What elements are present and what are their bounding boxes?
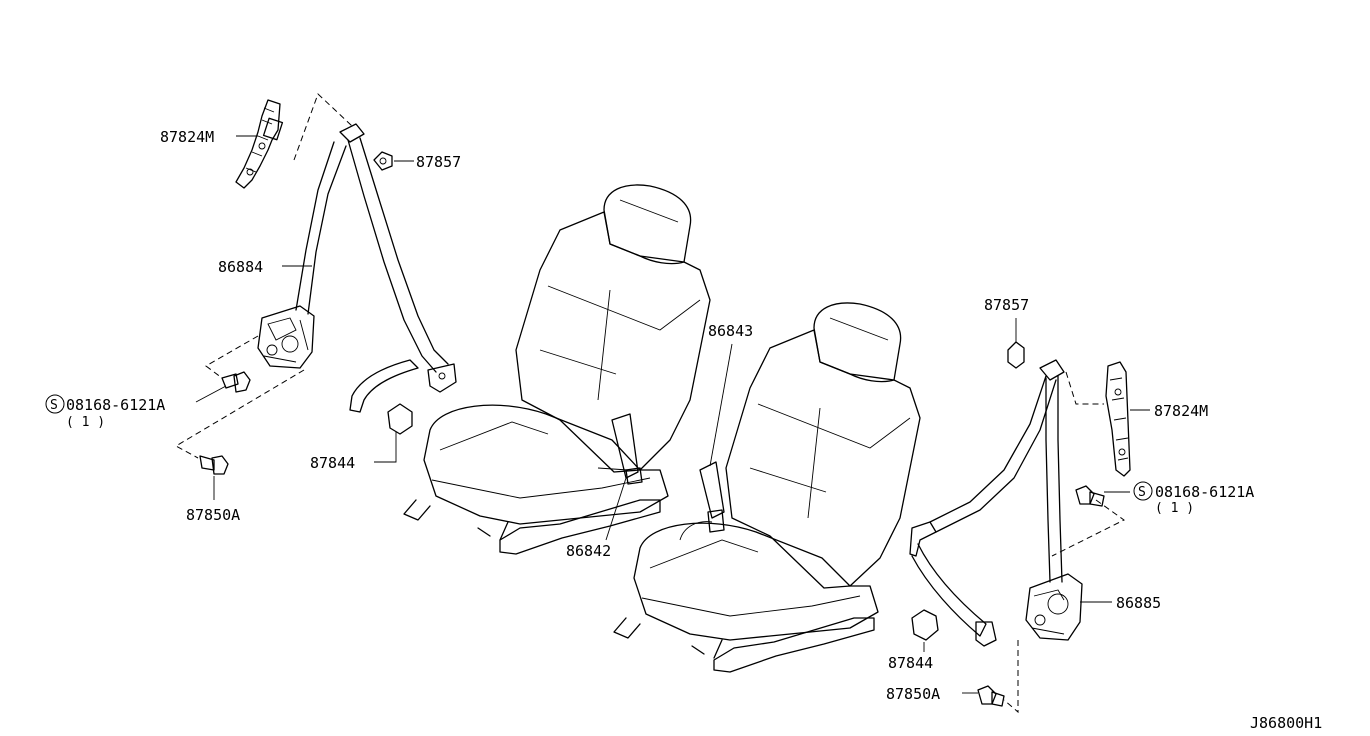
- dashed-leader-adjuster-right: [1065, 371, 1104, 405]
- symbol-s-left: [45, 394, 65, 414]
- dashed-leader-adjuster-left: [293, 93, 353, 161]
- label-bolt-left-qty: ( 1 ): [66, 415, 105, 430]
- label-86843: 86843: [708, 322, 753, 340]
- height-adjuster-left[interactable]: [235, 99, 284, 189]
- anchor-bolt-left[interactable]: [199, 455, 229, 475]
- label-bolt-right-qty: ( 1 ): [1155, 501, 1194, 516]
- label-87850a-right: 87850A: [886, 685, 940, 703]
- label-08168-6121a-left: 08168-6121A: [66, 396, 165, 414]
- label-08168-6121a-right: 08168-6121A: [1155, 483, 1254, 501]
- dashed-leader-bolt-left: [205, 335, 259, 379]
- label-87824m-right: 87824M: [1154, 402, 1208, 420]
- height-adjuster-right[interactable]: [1105, 361, 1131, 477]
- dashed-leader-anchor-left: [174, 369, 305, 459]
- lap-belt-left[interactable]: [349, 359, 419, 413]
- label-87857-left: 87857: [416, 153, 461, 171]
- cover-right[interactable]: [1007, 341, 1025, 369]
- label-bolt-left-group: S 08168-6121A ( 1 ): [45, 394, 165, 430]
- dashed-leader-bolt-right: [1051, 499, 1125, 557]
- cover-left[interactable]: [373, 151, 393, 171]
- buckle-left[interactable]: [597, 413, 643, 485]
- leader-lines: [195, 135, 1150, 694]
- tongue-cover-left[interactable]: [387, 403, 413, 435]
- label-bolt-right-group: S 08168-6121A ( 1 ): [1133, 481, 1254, 516]
- dashed-leader-anchor-right: [1003, 640, 1019, 714]
- bolt-right[interactable]: [1075, 485, 1105, 507]
- bolt-left[interactable]: [221, 371, 251, 393]
- label-86842: 86842: [566, 542, 611, 560]
- label-87844-right: 87844: [888, 654, 933, 672]
- seat-left: [403, 184, 711, 555]
- symbol-s-left-text: S: [50, 398, 58, 413]
- symbol-s-right: [1133, 481, 1153, 501]
- seat-right: [613, 302, 921, 673]
- tongue-cover-right[interactable]: [911, 609, 939, 641]
- label-87824m-left: 87824M: [160, 128, 214, 146]
- seat-belt-front-left[interactable]: [257, 123, 457, 393]
- label-87850a-left: 87850A: [186, 506, 240, 524]
- label-87844-left: 87844: [310, 454, 355, 472]
- label-86885: 86885: [1116, 594, 1161, 612]
- symbol-s-right-text: S: [1138, 485, 1146, 500]
- seat-belt-front-right[interactable]: [909, 359, 1083, 647]
- anchor-bolt-right[interactable]: [977, 685, 1005, 707]
- diagram-code: J86800H1: [1250, 714, 1322, 732]
- label-86884: 86884: [218, 258, 263, 276]
- buckle-right[interactable]: [679, 461, 725, 541]
- label-87857-right: 87857: [984, 296, 1029, 314]
